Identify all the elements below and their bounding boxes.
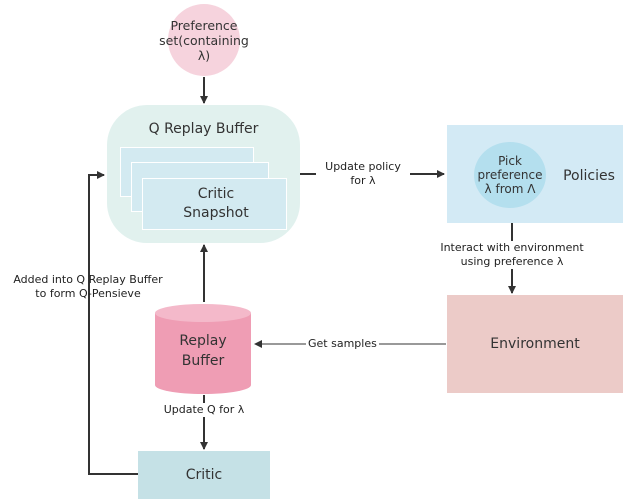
edge-label-added-into-q-buffer: Added into Q Replay Buffer to form Q-Pen… [0, 273, 176, 301]
replay-buffer-cylinder [155, 304, 251, 394]
edge-label-update-q: Update Q for λ [152, 403, 256, 417]
pick-line3: λ from Λ [484, 182, 536, 196]
critic-snapshot-line2: Snapshot [183, 205, 249, 221]
q-replay-buffer-title: Q Replay Buffer [148, 121, 259, 137]
arrow-critic-to-q-buffer [88, 171, 138, 475]
preference-set-node: Preference set(containing λ) [159, 4, 249, 76]
preference-set-line1: Preference [170, 17, 238, 33]
pick-line2: preference [477, 168, 543, 182]
critic-snapshot-layer [142, 178, 287, 230]
preference-set-line3: λ) [197, 47, 211, 63]
replay-buffer-line2: Buffer [181, 353, 225, 369]
critic-snapshot-label: Critic Snapshot [148, 181, 284, 227]
critic-node: Critic [138, 451, 270, 499]
edge-label-added-line2: to form Q-Pensieve [35, 287, 141, 300]
edge-label-update-policy-line2: for λ [350, 174, 376, 187]
replay-buffer-node [153, 303, 253, 395]
pick-line1: Pick [498, 154, 522, 168]
edge-label-interact: Interact with environment using preferen… [425, 241, 599, 269]
edge-label-interact-line2: using preference λ [460, 255, 564, 268]
pick-preference-node: Pick preference λ from Λ [474, 142, 546, 208]
edge-label-update-policy: Update policy for λ [316, 160, 410, 188]
edge-label-update-policy-line1: Update policy [325, 160, 401, 173]
preference-set-line2: set(containing [159, 32, 249, 48]
critic-snapshot-line1: Critic [197, 186, 235, 202]
edge-label-get-samples: Get samples [306, 337, 379, 351]
edge-label-added-line1: Added into Q Replay Buffer [13, 273, 163, 286]
environment-node: Environment [447, 295, 623, 393]
replay-buffer-label: Replay Buffer [153, 327, 253, 375]
edge-label-interact-line1: Interact with environment [440, 241, 584, 254]
replay-buffer-line1: Replay [179, 333, 227, 349]
policies-label: Policies [563, 168, 615, 184]
